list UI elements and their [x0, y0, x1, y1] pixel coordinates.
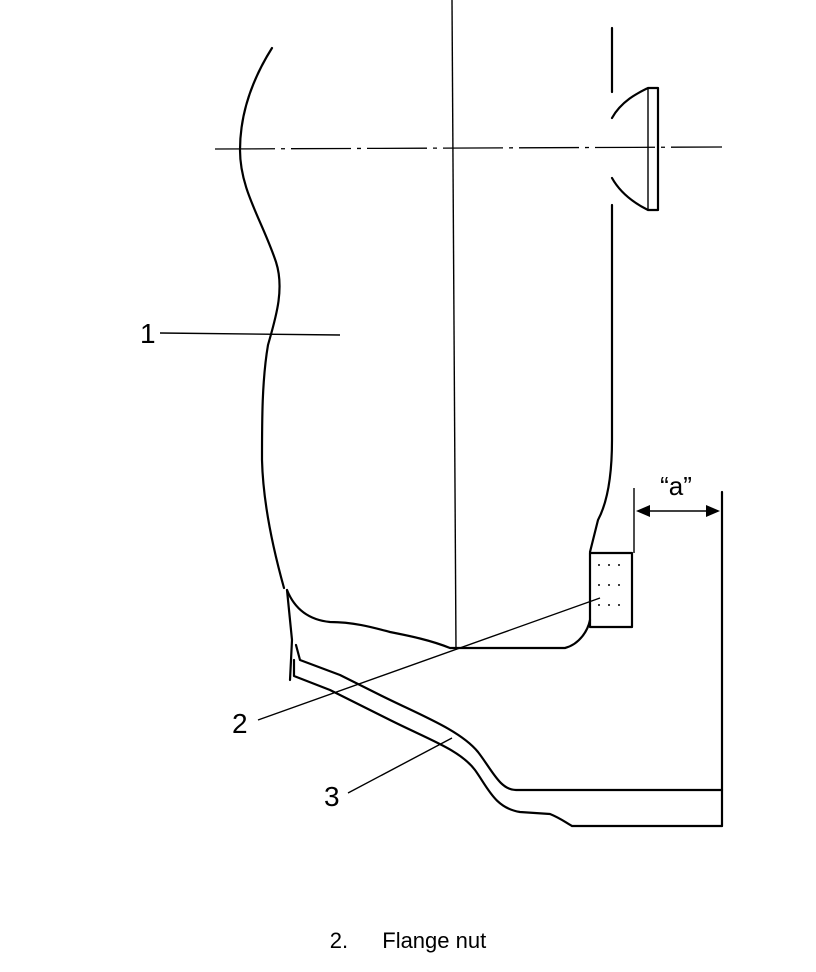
bolt-head: [610, 86, 660, 212]
callout-2: 2: [232, 708, 248, 739]
part-1-bottom-outline: [285, 588, 592, 650]
callout-1: 1: [140, 318, 156, 349]
dimension-arrow-left: [636, 505, 650, 517]
flange-nut: [588, 551, 634, 629]
callout-3: 3: [324, 781, 340, 812]
bracket-lower-edge: [292, 658, 724, 828]
leader-line-2: [257, 597, 601, 721]
caption-text: Flange nut: [382, 928, 487, 953]
bracket-left-stub: [285, 588, 294, 682]
dimension-label-a: “a”: [660, 471, 692, 501]
part-1-left-outline: [238, 46, 286, 590]
leader-line-1: [159, 332, 341, 336]
horizontal-centerline: [214, 146, 723, 150]
part-1-right-outline: [588, 26, 614, 554]
vertical-centerline: [451, 0, 457, 651]
leader-line-3: [347, 737, 453, 794]
caption-number: 2.: [329, 928, 349, 953]
figure-caption: 2. Flange nut: [0, 926, 816, 956]
bracket-upper-edge: [294, 643, 724, 792]
dimension-arrow-right: [706, 505, 720, 517]
flange-nut-texture: [598, 564, 626, 606]
